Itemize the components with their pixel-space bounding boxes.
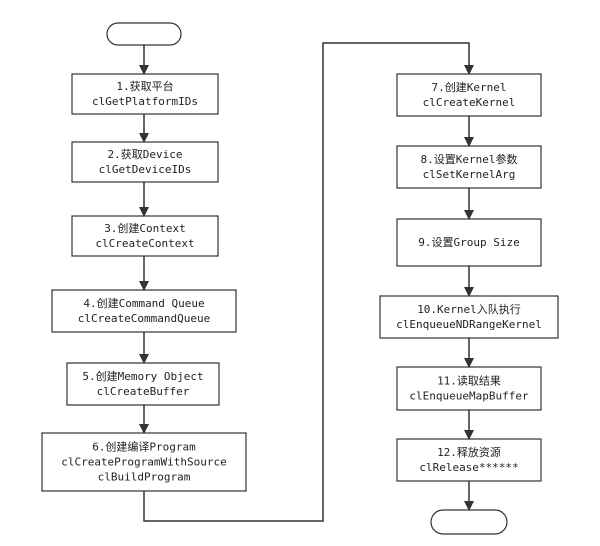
left-step-box-2-text-1: 2.获取Device bbox=[108, 148, 183, 161]
right-step-box-2 bbox=[396, 145, 542, 189]
left-step-box-3-text-1: 3.创建Context bbox=[104, 221, 186, 235]
left-step-box-6-text-1: 6.创建编译Program bbox=[92, 440, 196, 454]
right-step-box-6-text-1: 12.释放资源 bbox=[437, 445, 501, 459]
right-step-box-4-text-2: clEnqueueNDRangeKernel bbox=[396, 318, 542, 331]
right-step-box-1-text-2: clCreateKernel bbox=[423, 96, 516, 109]
right-step-box-5-text-2: clEnqueueMapBuffer bbox=[409, 390, 529, 403]
right-step-box-2-text-1: 8.设置Kernel参数 bbox=[421, 152, 518, 166]
left-step-box-4-text-2: clCreateCommandQueue bbox=[78, 312, 210, 325]
left-step-box-5 bbox=[66, 362, 220, 406]
right-step-box-2-text-2: clSetKernelArg bbox=[423, 168, 516, 181]
right-step-box-4 bbox=[379, 295, 559, 339]
right-step-box-5-text-1: 11.读取结果 bbox=[437, 374, 501, 388]
left-step-box-4-text-1: 4.创建Command Queue bbox=[83, 296, 204, 310]
right-step-box-3-text-1: 9.设置Group Size bbox=[418, 236, 519, 249]
right-step-box-5 bbox=[396, 366, 542, 411]
left-step-box-6 bbox=[41, 432, 247, 492]
left-step-box-1-text-2: clGetPlatformIDs bbox=[92, 95, 198, 108]
right-step-box-6-text-2: clRelease****** bbox=[419, 461, 518, 474]
left-step-box-6-text-3: clBuildProgram bbox=[98, 471, 191, 484]
left-step-box-5-text-2: clCreateBuffer bbox=[97, 385, 190, 398]
end-terminal bbox=[430, 509, 508, 535]
right-step-box-1 bbox=[396, 73, 542, 117]
start-terminal bbox=[106, 22, 182, 46]
left-step-box-2 bbox=[71, 141, 219, 183]
left-step-box-1 bbox=[71, 73, 219, 115]
left-step-box-2-text-2: clGetDeviceIDs bbox=[99, 163, 192, 176]
right-step-box-4-text-1: 10.Kernel入队执行 bbox=[417, 302, 521, 316]
left-step-box-4 bbox=[51, 289, 237, 333]
left-step-box-6-text-2: clCreateProgramWithSource bbox=[61, 456, 227, 469]
left-step-box-5-text-1: 5.创建Memory Object bbox=[82, 369, 203, 383]
connector-6-to-7 bbox=[143, 42, 474, 522]
right-step-box-6 bbox=[396, 438, 542, 482]
right-step-box-1-text-1: 7.创建Kernel bbox=[432, 80, 507, 94]
left-step-box-1-text-1: 1.获取平台 bbox=[116, 79, 173, 93]
left-step-box-3-text-2: clCreateContext bbox=[95, 237, 194, 250]
